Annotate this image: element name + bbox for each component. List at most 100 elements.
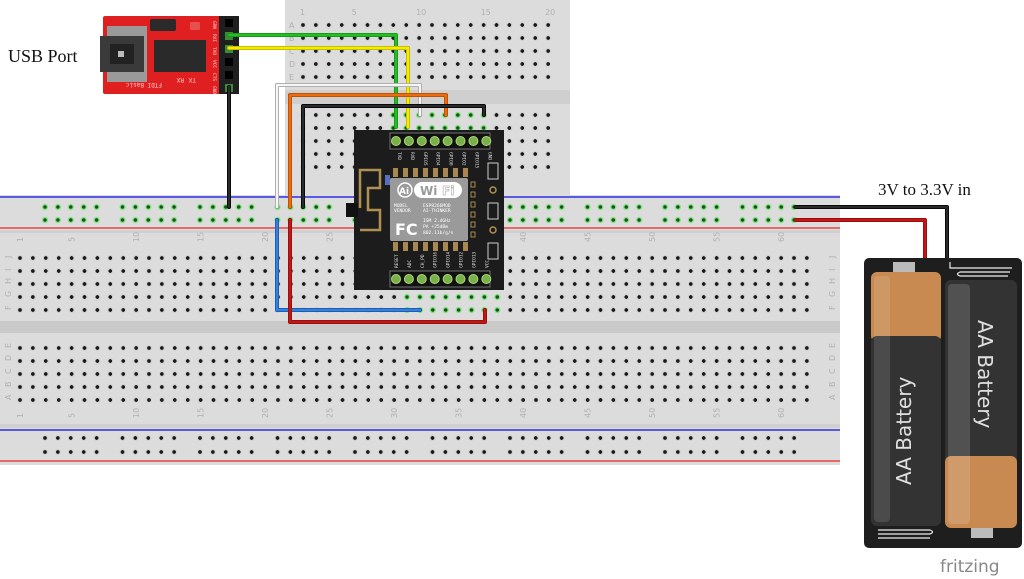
breadboard-hole (16, 383, 24, 391)
ftdi-header-pin[interactable] (225, 19, 233, 27)
breadboard-hole (312, 21, 320, 29)
esp-bottom-pin[interactable] (429, 274, 440, 284)
breadboard-hole (454, 124, 461, 132)
esp-bottom-pin[interactable] (455, 274, 466, 284)
breadboard-hole (519, 47, 526, 55)
esp-top-pin[interactable] (442, 136, 453, 146)
breadboard-hole (325, 60, 332, 68)
column-label: 45 (584, 408, 593, 418)
row-label: H (4, 278, 13, 284)
esp-top-pin[interactable] (481, 136, 492, 146)
breadboard-hole (325, 163, 332, 171)
breadboard-hole (325, 150, 332, 158)
rail-hole (506, 203, 514, 211)
esp-top-pin[interactable] (391, 136, 401, 146)
column-label: 55 (713, 232, 722, 242)
esp-bottom-pin[interactable] (416, 274, 427, 284)
rail-hole (209, 448, 217, 456)
column-label: 15 (197, 232, 206, 242)
breadboard-hole (519, 280, 527, 288)
ism-value: ISM 2.4GHz (423, 218, 451, 224)
rail-hole (287, 448, 294, 456)
breadboard-hole (81, 344, 88, 352)
rail-hole (364, 434, 372, 442)
breadboard-hole (261, 293, 269, 301)
breadboard-hole (120, 357, 127, 365)
breadboard-hole (338, 60, 345, 68)
breadboard-hole (312, 137, 320, 145)
breadboard-hole (29, 306, 37, 314)
breadboard-hole (68, 280, 75, 288)
breadboard-hole (299, 73, 307, 81)
rail-hole (80, 448, 87, 456)
breadboard-hole (107, 293, 114, 301)
breadboard-hole (494, 383, 501, 391)
column-label: 10 (132, 232, 141, 242)
breadboard-hole (223, 280, 230, 288)
breadboard-hole (428, 111, 436, 119)
breadboard-hole (636, 383, 643, 391)
wifi-logo-wi: Wi (420, 184, 437, 198)
esp-bottom-pin[interactable] (391, 274, 401, 284)
breadboard-hole (519, 150, 526, 158)
esp-top-pin[interactable] (416, 136, 427, 146)
esp-bottom-pin-label: GPIO14 (446, 251, 452, 268)
breadboard-hole (16, 370, 24, 378)
breadboard-hole (312, 163, 320, 171)
breadboard-hole (455, 306, 462, 314)
breadboard-hole (441, 73, 449, 81)
esp-bottom-pin[interactable] (468, 274, 479, 284)
ftdi-header-pin[interactable] (225, 58, 233, 66)
rail-hole (558, 434, 565, 442)
rail-hole (93, 203, 100, 211)
rail-hole (687, 448, 694, 456)
esp-bottom-pin[interactable] (481, 274, 492, 284)
breadboard-hole (158, 396, 166, 404)
esp-top-pin[interactable] (455, 136, 466, 146)
esp-bottom-pin[interactable] (442, 274, 453, 284)
module-pad (413, 168, 418, 177)
breadboard-hole (648, 293, 656, 301)
breadboard-hole (739, 306, 746, 314)
breadboard-hole (455, 357, 462, 365)
rail-hole (54, 203, 62, 211)
breadboard-hole (648, 280, 656, 288)
rail-hole (248, 203, 255, 211)
breadboard-hole (571, 280, 578, 288)
breadboard-hole (312, 124, 320, 132)
breadboard-hole (610, 254, 617, 262)
breadboard-hole (661, 370, 669, 378)
breadboard-hole (544, 163, 552, 171)
breadboard-hole (42, 280, 49, 288)
breadboard-hole (325, 111, 332, 119)
esp-top-pin[interactable] (468, 136, 479, 146)
breadboard-hole (325, 73, 332, 81)
breadboard-hole (467, 124, 474, 132)
breadboard-hole (777, 344, 785, 352)
breadboard-hole (571, 396, 578, 404)
breadboard-hole (378, 344, 385, 352)
breadboard-hole (480, 21, 487, 29)
breadboard-hole (623, 383, 630, 391)
breadboard-hole (455, 293, 462, 301)
breadboard-hole (29, 357, 37, 365)
wifi-logo-fi: Fi (442, 184, 454, 198)
breadboard-hole (481, 293, 488, 301)
breadboard-hole (532, 344, 540, 352)
breadboard-hole (571, 344, 578, 352)
breadboard-hole (68, 306, 75, 314)
rail-hole (287, 434, 294, 442)
breadboard-hole (765, 383, 772, 391)
breadboard-hole (481, 383, 488, 391)
esp-top-pin[interactable] (403, 136, 414, 146)
esp-bottom-pin[interactable] (403, 274, 414, 284)
ftdi-header-pin[interactable] (225, 71, 233, 79)
breadboard-hole (674, 370, 682, 378)
esp-top-pin-label: TXD (396, 152, 402, 160)
breadboard-hole (713, 254, 720, 262)
rail-hole (687, 434, 694, 442)
breadboard-hole (312, 111, 320, 119)
breadboard-hole (790, 383, 798, 391)
breadboard-hole (494, 306, 501, 314)
esp-top-pin[interactable] (429, 136, 440, 146)
